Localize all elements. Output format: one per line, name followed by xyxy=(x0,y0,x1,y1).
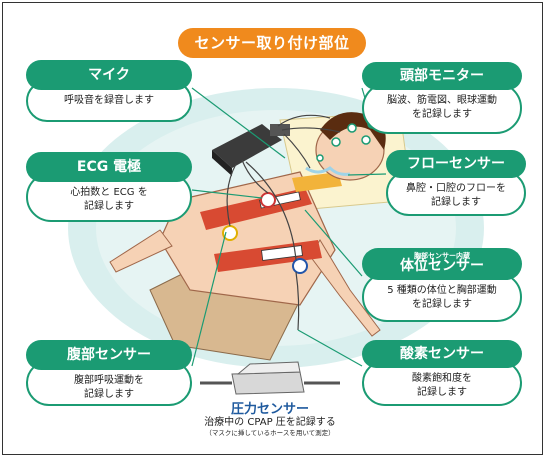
left-arm xyxy=(109,229,173,273)
oxygen-sensor-desc-line-1: 酸素飽和度を xyxy=(412,373,472,384)
position-sensor-name: 体位センサー xyxy=(400,258,484,274)
position-sensor-desc-line-2: を記録します xyxy=(412,299,472,310)
pressure-sensor-drawing xyxy=(200,361,340,395)
ecg-desc-line-1: 心拍数と ECG を xyxy=(70,187,148,198)
recorder-connector xyxy=(270,124,290,136)
page-title: センサー取り付け部位 xyxy=(178,28,366,58)
position-sensor-header: 胸部センサー内蔵 体位センサー xyxy=(362,248,522,280)
head-electrode-2 xyxy=(347,123,357,133)
position-sensor-label: 胸部センサー内蔵 体位センサー 5 種類の体位と胸部運動 を記録します xyxy=(362,248,522,322)
head-electrode-1 xyxy=(331,137,341,147)
ecg-label: ECG 電極 心拍数と ECG を 記録します xyxy=(26,152,192,222)
mic-label: マイク 呼吸音を録音します xyxy=(26,60,192,122)
position-sensor-prefix: 胸部センサー内蔵 xyxy=(414,252,470,260)
mic-desc-line-1: 呼吸音を録音します xyxy=(64,95,154,106)
flow-sensor-desc-line-2: 記録します xyxy=(431,197,481,208)
head-electrode-3 xyxy=(361,135,371,145)
head-monitor-desc: 脳波、筋電図、眼球運動 を記録します xyxy=(362,82,522,134)
abdomen-sensor-name: 腹部センサー xyxy=(26,340,192,370)
flow-sensor-desc-line-1: 鼻腔・口腔のフローを xyxy=(406,183,506,194)
abdomen-belt-clip xyxy=(261,245,303,261)
mic-name: マイク xyxy=(26,60,192,90)
head-monitor-desc-line-2: を記録します xyxy=(412,109,472,120)
pressure-sensor-label: 圧力センサー 治療中の CPAP 圧を記録する （マスクに挿しているホースを用い… xyxy=(150,402,390,438)
recorder-box-side xyxy=(212,150,232,176)
pressure-sensor-note: （マスクに挿しているホースを用いて測定） xyxy=(205,429,335,437)
pressure-sensor-name: 圧力センサー xyxy=(230,402,309,417)
sensor-wires xyxy=(226,114,341,331)
head-monitor-desc-line-1: 脳波、筋電図、眼球運動 xyxy=(387,95,497,106)
pressure-sensor-desc: 治療中の CPAP 圧を記録する xyxy=(204,417,336,428)
nasal-cannula xyxy=(305,166,351,176)
head-monitor-label: 頭部モニター 脳波、筋電図、眼球運動 を記録します xyxy=(362,62,522,134)
ecg-name: ECG 電極 xyxy=(26,152,192,182)
abdomen-sensor-desc-line-1: 腹部呼吸運動を xyxy=(74,375,144,386)
oxygen-sensor-desc-line-2: 記録します xyxy=(417,387,467,398)
ecg-electrode-blue xyxy=(292,258,308,274)
position-sensor-desc: 5 種類の体位と胸部運動 を記録します xyxy=(362,272,522,322)
oxygen-sensor-name: 酸素センサー xyxy=(362,340,522,368)
oxygen-sensor-label: 酸素センサー 酸素飽和度を 記録します xyxy=(362,340,522,406)
head-monitor-name: 頭部モニター xyxy=(362,62,522,90)
collar xyxy=(292,172,342,192)
position-sensor-desc-line-1: 5 種類の体位と胸部運動 xyxy=(387,285,497,296)
abdomen-sensor-label: 腹部センサー 腹部呼吸運動を 記録します xyxy=(26,340,192,406)
flow-sensor-name: フローセンサー xyxy=(386,150,526,178)
abdomen-sensor-desc-line-2: 記録します xyxy=(84,389,134,400)
ecg-desc-line-2: 記録します xyxy=(84,201,134,212)
flow-sensor-label: フローセンサー 鼻腔・口腔のフローを 記録します xyxy=(386,150,526,216)
head-electrode-5 xyxy=(316,154,324,162)
ecg-electrode-red xyxy=(260,192,276,208)
leader-lines xyxy=(191,87,387,367)
recorder-box xyxy=(212,124,282,168)
